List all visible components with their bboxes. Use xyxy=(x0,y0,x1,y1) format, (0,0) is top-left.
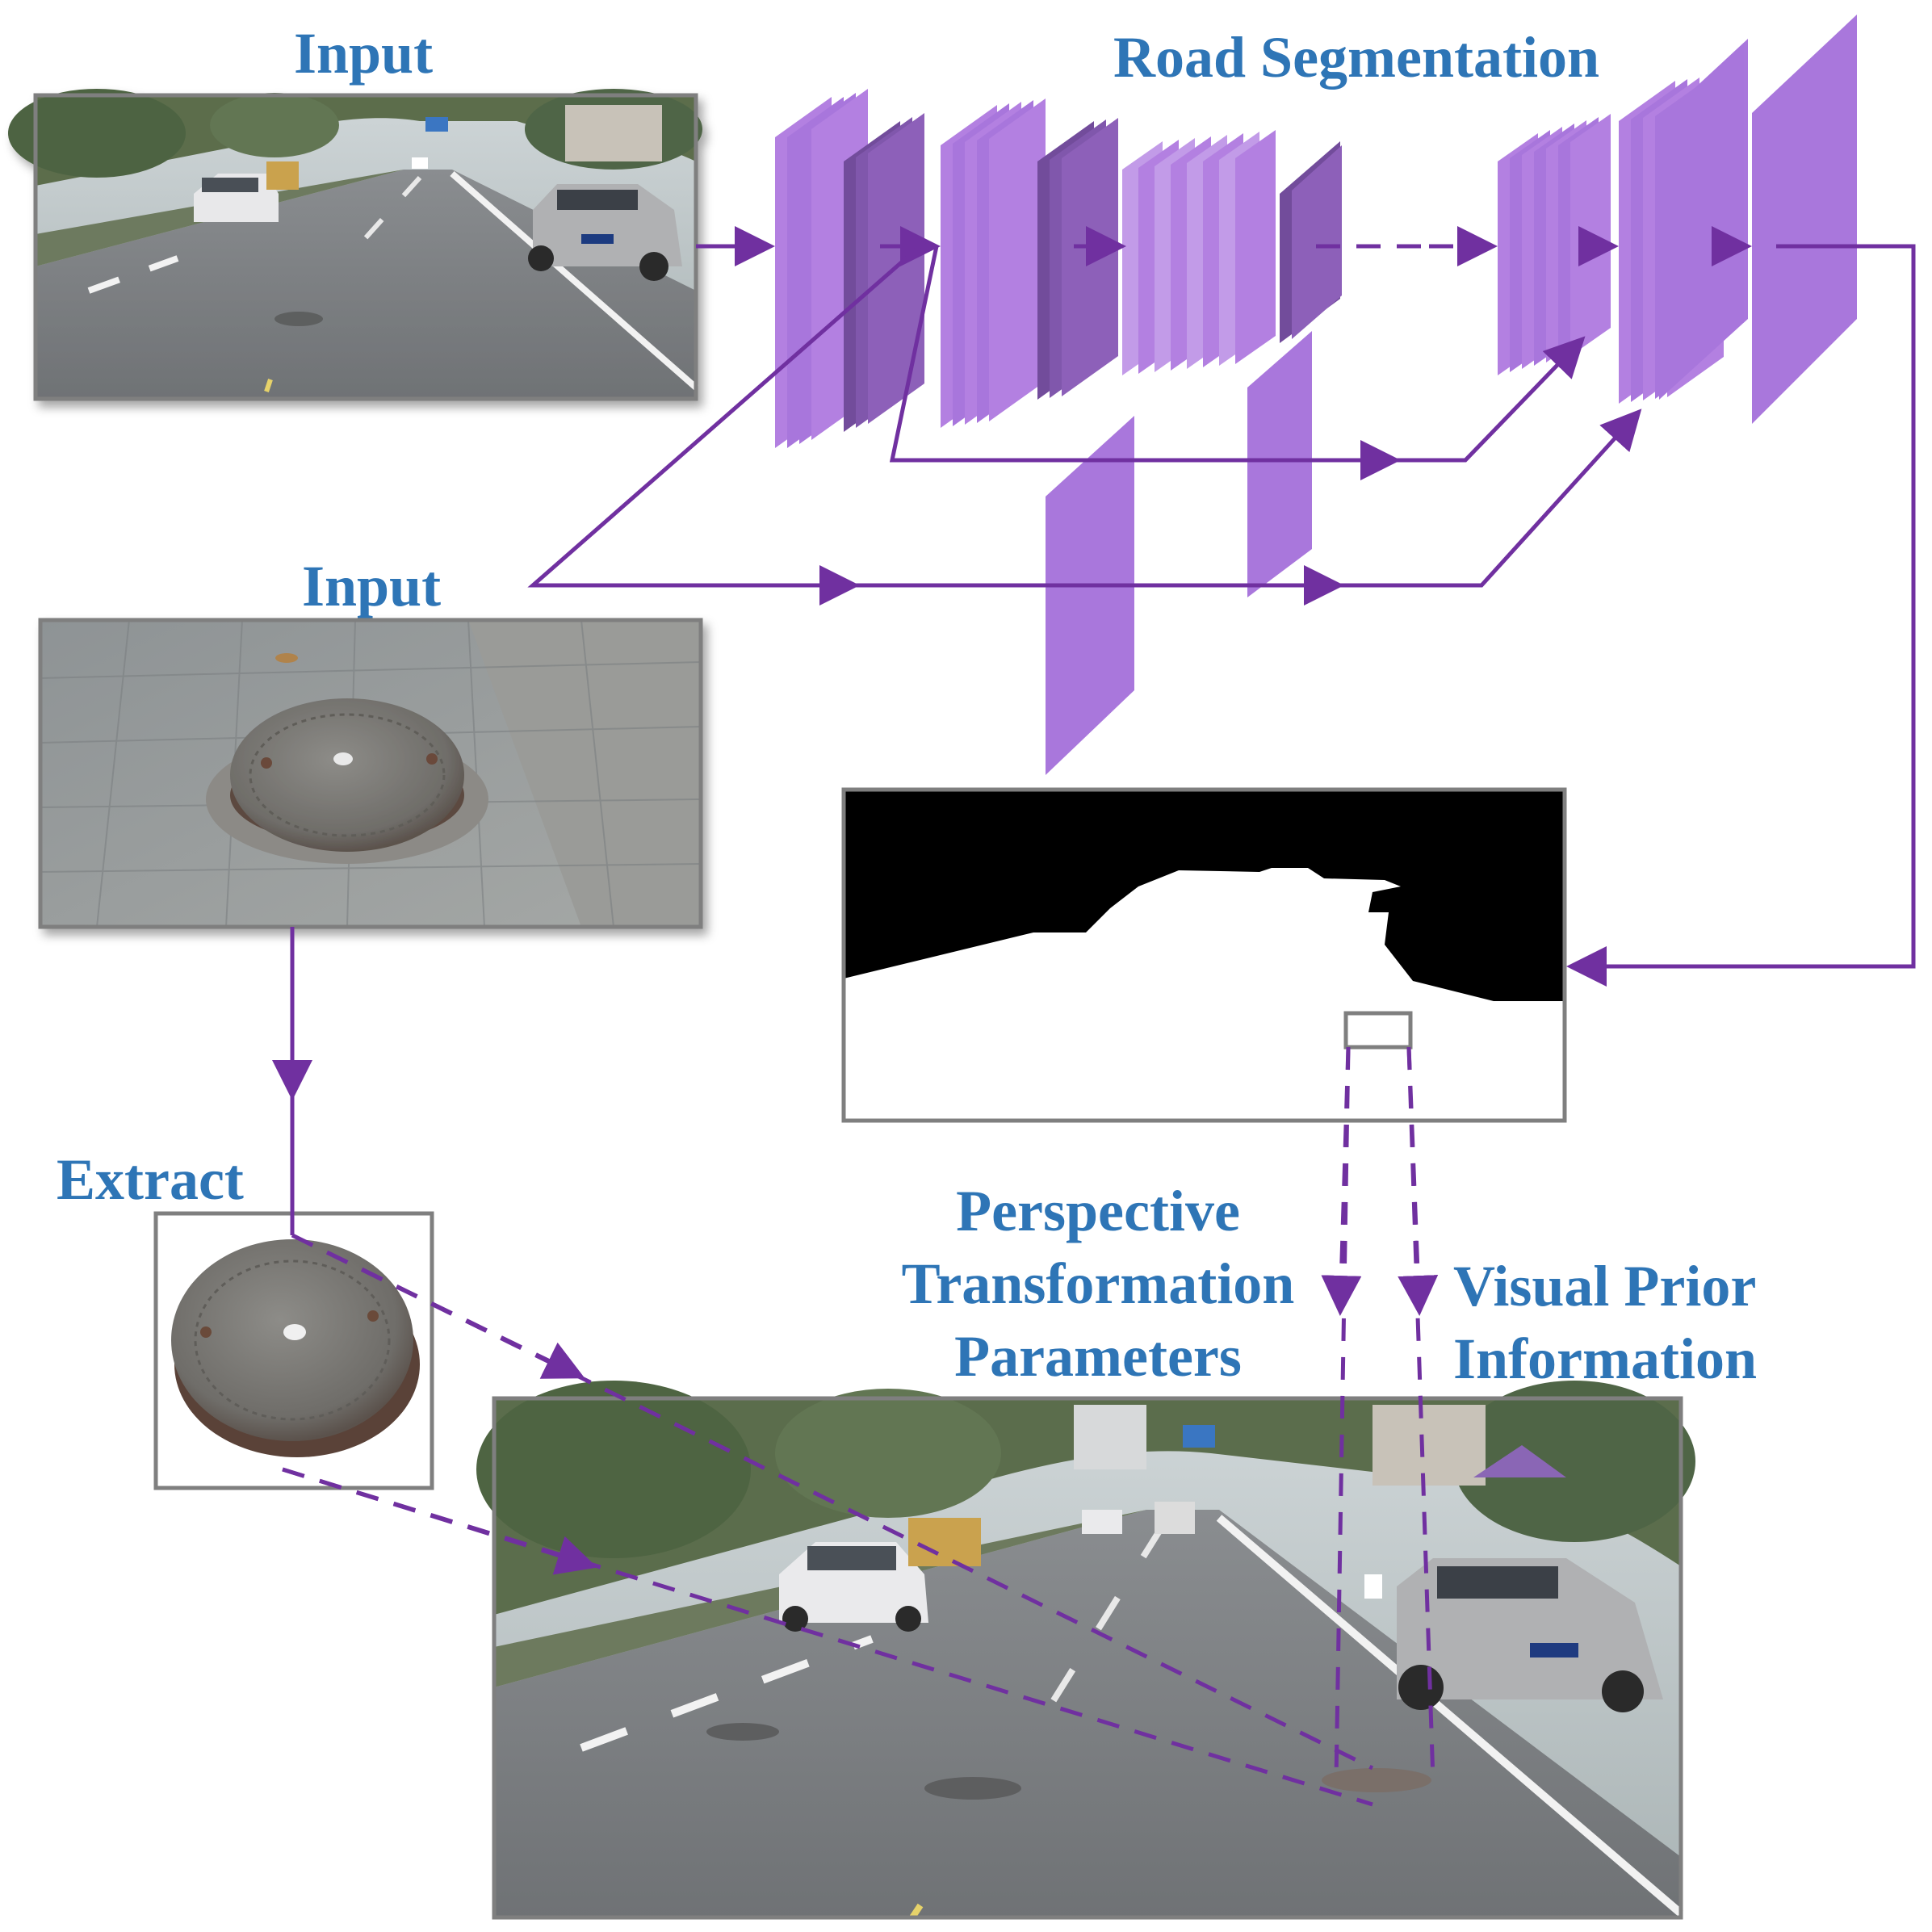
visual-prior-line-2: Information xyxy=(1453,1326,1757,1391)
encoder-block-1 xyxy=(775,89,924,448)
encoder-block-2 xyxy=(941,98,1118,428)
manhole-input-photo xyxy=(38,618,703,929)
segmentation-network xyxy=(775,15,1857,775)
branch-layer-2 xyxy=(1046,416,1134,775)
perspective-transformation-label: Perspective Transformation Parameters xyxy=(888,1175,1308,1393)
visual-prior-label: Visual Prior Information xyxy=(1453,1250,1857,1395)
manhole-extract-crop xyxy=(153,1211,434,1490)
extract-label: Extract xyxy=(57,1147,244,1212)
road-segmentation-label: Road Segmentation xyxy=(1113,25,1599,90)
network-arrows xyxy=(527,226,1916,987)
input-label-middle: Input xyxy=(301,554,442,618)
perspective-line-1: Perspective xyxy=(956,1179,1240,1243)
visual-prior-line-1: Visual Prior xyxy=(1453,1254,1757,1318)
decoder-block-2 xyxy=(1619,39,1748,404)
synthesized-road-image xyxy=(476,1381,1695,1920)
perspective-line-2: Transformation xyxy=(901,1251,1295,1316)
output-layer xyxy=(1752,15,1857,424)
input-label-top: Input xyxy=(293,21,434,86)
segmentation-mask xyxy=(841,787,1567,1123)
inserted-manhole xyxy=(1322,1768,1431,1792)
projection-arrows xyxy=(272,927,1439,1807)
road-input-image xyxy=(8,89,702,401)
branch-layer-1 xyxy=(1247,331,1312,597)
decoder-block-1 xyxy=(1498,114,1611,375)
encoder-block-3 xyxy=(1122,130,1342,375)
perspective-line-3: Parameters xyxy=(954,1324,1242,1389)
